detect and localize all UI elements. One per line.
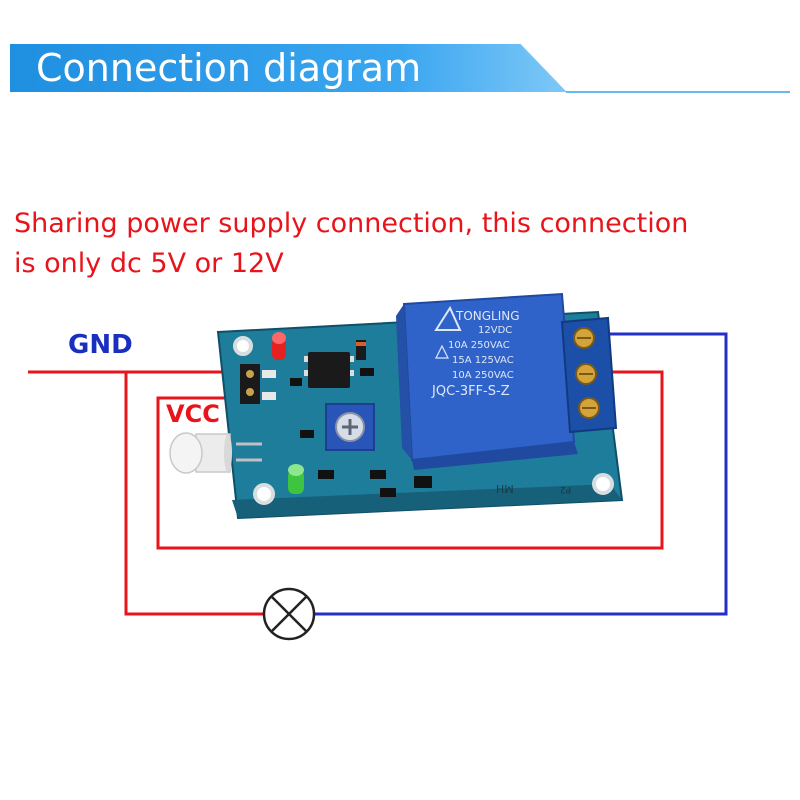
mount-hole <box>253 483 275 505</box>
relay-rating-3: 15A 125VAC <box>452 355 514 366</box>
screw-terminal-icon <box>560 316 618 434</box>
board-mark-2: P2 <box>560 484 572 494</box>
smd-resistor <box>300 430 314 438</box>
smd-resistor <box>370 470 386 479</box>
relay-model: JQC-3FF-S-Z <box>432 384 510 399</box>
smd-resistor <box>414 476 432 488</box>
relay-brand: TONGLING <box>456 309 520 323</box>
red-led-icon <box>272 332 286 360</box>
mount-hole <box>592 473 614 495</box>
note-line-2: is only dc 5V or 12V <box>14 248 284 279</box>
green-led-icon <box>288 464 304 494</box>
mount-hole <box>233 336 253 356</box>
photo-sensor-icon <box>169 432 262 474</box>
note-line-1: Sharing power supply connection, this co… <box>14 208 689 239</box>
lamp-symbol-icon <box>262 587 316 641</box>
wires <box>28 332 728 616</box>
connection-note: Sharing power supply connection, this co… <box>14 204 794 284</box>
ic-chip <box>308 352 350 388</box>
relay-icon <box>396 292 578 470</box>
banner-shape <box>10 43 790 93</box>
header-banner: Connection diagram <box>0 0 800 100</box>
relay-logo-icon <box>434 305 462 331</box>
lamp-return-wire <box>124 372 264 616</box>
potentiometer-icon <box>325 403 375 451</box>
smd-resistor <box>290 378 302 386</box>
page-title: Connection diagram <box>36 46 422 90</box>
warning-icon <box>435 344 449 359</box>
relay-rating-1: 12VDC <box>478 325 513 336</box>
load-wire <box>314 332 728 616</box>
smd-resistor <box>380 488 396 497</box>
smd-resistor <box>360 368 374 376</box>
board-mark: MH <box>496 482 514 495</box>
header-pins <box>240 364 276 404</box>
vcc-label: VCC <box>166 400 220 428</box>
relay-module-board <box>169 292 624 520</box>
smd-resistor <box>318 470 334 479</box>
relay-rating-4: 10A 250VAC <box>452 370 514 381</box>
relay-rating-2: 10A 250VAC <box>448 340 510 351</box>
vcc-wire <box>156 370 664 550</box>
diode <box>356 340 366 360</box>
gnd-label: GND <box>68 330 133 360</box>
